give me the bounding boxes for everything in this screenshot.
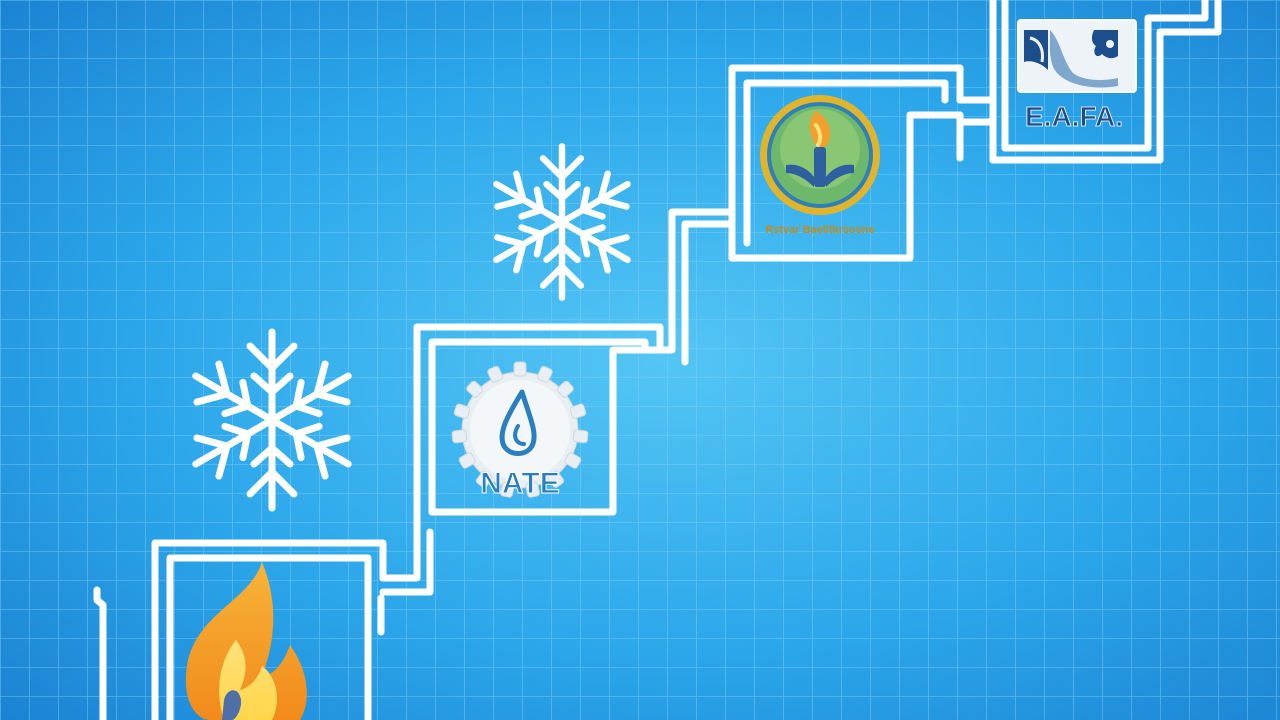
torch-emblem-icon <box>760 95 880 215</box>
staircase-pipe <box>93 0 1222 720</box>
droplet-gear-icon <box>451 361 589 499</box>
emblem-caption: Rstvar Baelitkrsosne <box>765 224 874 236</box>
snowflake-icon <box>487 143 637 297</box>
epa-label: E.A.FA. <box>1025 101 1123 132</box>
nate-label: NATE <box>480 467 559 500</box>
sail-logo-icon <box>1017 19 1137 93</box>
flame-icon <box>185 562 307 720</box>
snowflake-icon <box>185 328 359 508</box>
